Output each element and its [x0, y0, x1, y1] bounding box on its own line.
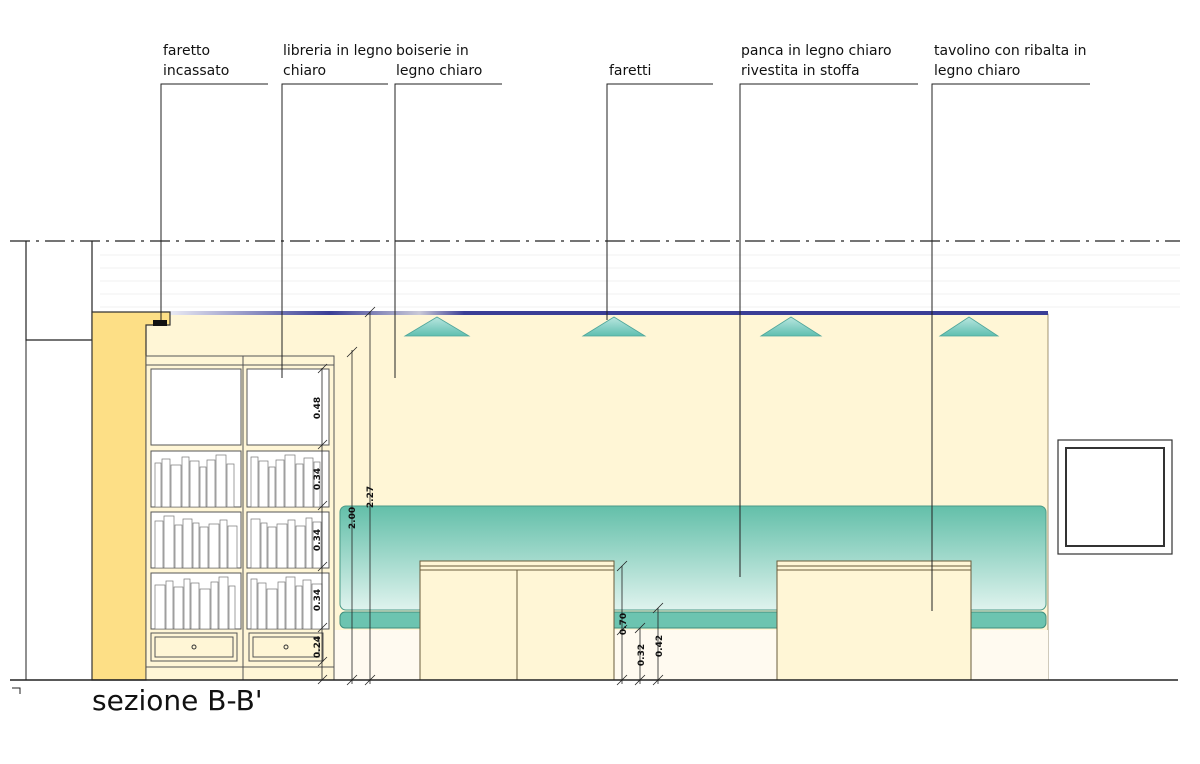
book	[284, 454, 296, 508]
book	[295, 525, 306, 569]
book	[199, 466, 207, 508]
book	[218, 576, 229, 630]
book	[228, 585, 236, 630]
leader-tavolino	[931, 83, 1090, 611]
book	[303, 457, 314, 508]
book	[275, 459, 285, 508]
book	[302, 579, 312, 630]
books	[154, 454, 323, 630]
book	[312, 521, 322, 569]
book	[250, 518, 261, 569]
dim-0-42: 0.42	[655, 635, 665, 657]
book	[295, 585, 303, 630]
book	[277, 581, 286, 630]
book	[287, 519, 296, 569]
table-right	[776, 560, 972, 681]
dim-2-27: 2.27	[366, 486, 376, 508]
ceiling-hatch	[100, 254, 1180, 308]
book	[208, 523, 220, 569]
book	[161, 458, 171, 508]
book	[210, 581, 219, 630]
leader-faretti	[606, 83, 713, 320]
book	[219, 519, 228, 569]
dim-0-34-a: 0.34	[313, 468, 323, 490]
lamp-3	[759, 316, 823, 337]
book	[305, 517, 313, 569]
book	[189, 460, 200, 508]
left-structure	[25, 241, 93, 341]
book	[285, 576, 296, 630]
leader-panca	[739, 83, 918, 577]
dim-2-00: 2.00	[348, 507, 358, 529]
book	[250, 456, 259, 508]
book	[257, 582, 267, 630]
book	[154, 520, 164, 569]
book	[313, 461, 321, 508]
leader-libreria	[281, 83, 388, 378]
leader-lines	[160, 83, 1090, 611]
book	[227, 525, 238, 569]
faretto-incassato-fixture	[153, 320, 167, 326]
book	[183, 578, 191, 630]
book	[199, 526, 209, 569]
dimension-lines	[317, 306, 664, 686]
book	[267, 526, 277, 569]
book	[165, 580, 174, 630]
book	[250, 578, 258, 630]
leader-boiserie	[394, 83, 502, 378]
book	[192, 522, 200, 569]
book	[182, 518, 193, 569]
ceiling-strip	[150, 311, 1048, 315]
lamp-2	[581, 316, 647, 337]
book	[170, 464, 182, 508]
book	[174, 524, 183, 569]
book	[190, 582, 200, 630]
book	[163, 515, 175, 569]
label-boiserie: boiserie in legno chiaro	[396, 43, 483, 79]
label-tavolino: tavolino con ribalta in legno chiaro	[934, 43, 1087, 79]
book	[226, 463, 235, 508]
label-libreria: libreria in legno chiaro	[283, 43, 393, 79]
dim-0-24: 0.24	[313, 636, 323, 658]
dim-0-48: 0.48	[313, 397, 323, 419]
book	[276, 523, 288, 569]
table-left	[419, 560, 615, 681]
lamp-1	[403, 316, 471, 337]
dim-0-70: 0.70	[619, 613, 629, 635]
lamp-4	[938, 316, 1000, 337]
leader-faretto	[160, 83, 268, 320]
dim-0-32: 0.32	[637, 644, 647, 666]
label-panca: panca in legno chiaro rivestita in stoff…	[741, 43, 892, 79]
book	[215, 454, 227, 508]
book	[199, 588, 211, 630]
label-faretti: faretti	[609, 63, 652, 79]
dim-0-34-c: 0.34	[313, 589, 323, 611]
book	[181, 456, 190, 508]
book	[206, 459, 216, 508]
book	[260, 522, 268, 569]
book	[268, 466, 276, 508]
dim-0-34-b: 0.34	[313, 529, 323, 551]
book	[154, 462, 162, 508]
section-title: sezione B-B'	[92, 684, 263, 717]
label-faretto-incassato: faretto incassato	[163, 43, 230, 79]
book	[173, 586, 184, 630]
book	[295, 463, 304, 508]
book	[154, 584, 166, 630]
book	[266, 588, 278, 630]
lamps	[403, 316, 1000, 337]
book	[258, 460, 269, 508]
